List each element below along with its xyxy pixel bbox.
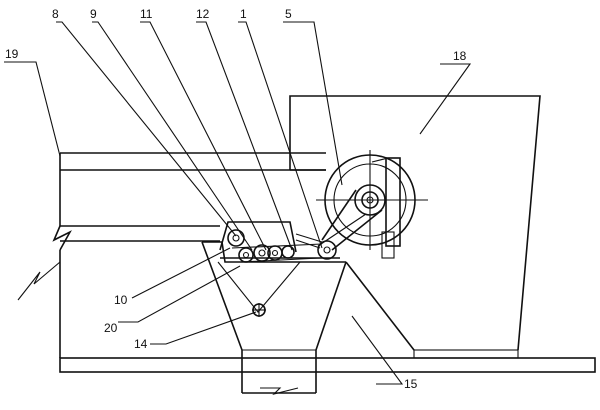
pivot bbox=[252, 303, 266, 317]
right-housing bbox=[289, 95, 541, 351]
leader-lines bbox=[4, 21, 472, 385]
callout-labels: 8 9 11 12 1 5 18 19 10 20 14 15 bbox=[5, 7, 467, 391]
label-1: 1 bbox=[240, 7, 247, 21]
label-8: 8 bbox=[52, 7, 59, 21]
label-20: 20 bbox=[104, 321, 118, 335]
left-housing bbox=[17, 152, 326, 358]
label-15: 15 bbox=[404, 377, 418, 391]
label-9: 9 bbox=[90, 7, 97, 21]
label-18: 18 bbox=[453, 49, 467, 63]
hopper bbox=[201, 241, 347, 396]
base-plate bbox=[59, 349, 596, 373]
label-11: 11 bbox=[140, 7, 153, 21]
label-10: 10 bbox=[114, 293, 128, 307]
label-12: 12 bbox=[196, 7, 210, 21]
label-14: 14 bbox=[134, 337, 148, 351]
label-5: 5 bbox=[285, 7, 292, 21]
label-19: 19 bbox=[5, 47, 19, 61]
drive-pulley-assembly bbox=[316, 150, 428, 259]
